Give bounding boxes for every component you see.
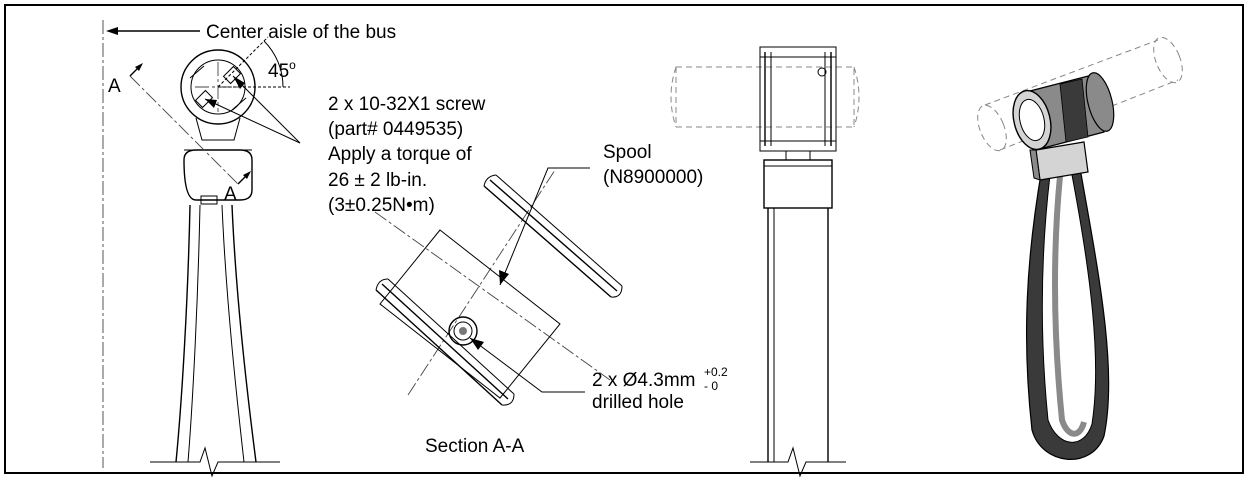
section-caption: Section A-A xyxy=(425,436,525,457)
strap-right-edge xyxy=(231,204,257,463)
hole-leader xyxy=(469,337,585,393)
section-marker-bottom: A xyxy=(224,184,237,205)
angle-arc xyxy=(263,40,284,88)
front-view xyxy=(102,20,301,478)
section-marker-top: A xyxy=(108,76,121,97)
section-line xyxy=(129,75,239,185)
tube-phantom xyxy=(675,66,855,128)
strap-collar xyxy=(183,149,253,201)
screw-leader-2 xyxy=(204,98,301,144)
spool-label: Spool xyxy=(603,142,652,163)
angle-value: 45o xyxy=(268,58,296,82)
drilled-hole xyxy=(448,316,478,346)
spool-flange-upper xyxy=(483,174,623,298)
break-line xyxy=(150,446,280,478)
screw-leader-1 xyxy=(232,75,301,144)
aisle-arrowhead xyxy=(106,27,118,35)
tube-end-iso xyxy=(977,104,1007,152)
screw-callout-5: (3±0.25N•m) xyxy=(328,195,435,216)
spool-body xyxy=(379,229,561,399)
screw-callout-1: 2 x 10-32X1 screw xyxy=(328,94,486,115)
strap-left-edge xyxy=(175,204,191,463)
screw-callout-2: (part# 0449535) xyxy=(328,119,463,140)
spool-flange-lower xyxy=(375,278,515,406)
aisle-label: Center aisle of the bus xyxy=(206,22,396,43)
hole-label-2: drilled hole xyxy=(592,392,684,413)
screw-callout-3: Apply a torque of xyxy=(328,144,472,165)
screw-slot-bottom xyxy=(194,89,214,109)
isometric-view xyxy=(977,36,1183,460)
collar-side xyxy=(763,159,833,209)
spool-part-number: (N8900000) xyxy=(603,167,703,188)
clamp-side xyxy=(759,46,837,152)
spool-leader xyxy=(499,167,590,286)
hole-label: 2 x Ø4.3mm xyxy=(592,370,695,391)
section-view xyxy=(374,167,623,406)
hole-tolerance-plus: +0.2 xyxy=(704,365,728,379)
hole-tolerance-minus: - 0 xyxy=(704,379,718,393)
side-view xyxy=(670,46,860,478)
screw-callout-4: 26 ± 2 lb-in. xyxy=(328,170,427,191)
